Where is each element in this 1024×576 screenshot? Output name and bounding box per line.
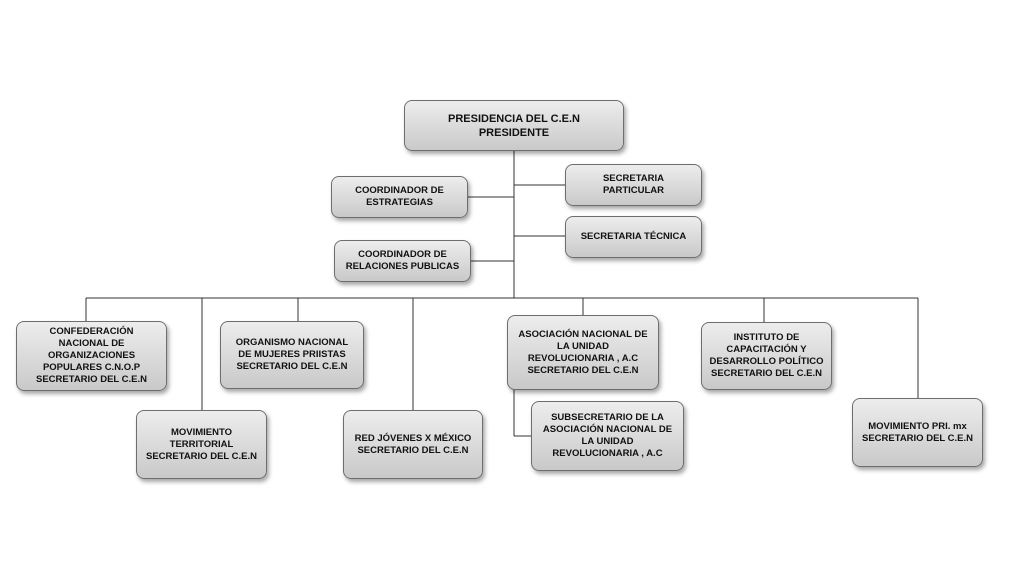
presidencia-label: PRESIDENCIA DEL C.E.N PRESIDENTE	[447, 112, 581, 139]
secretaria-particular-node: SECRETARIA PARTICULAR	[565, 164, 702, 206]
coordinador-estrategias-node: COORDINADOR DE ESTRATEGIAS	[331, 176, 468, 218]
instituto-label: INSTITUTO DE CAPACITACIÓN Y DESARROLLO P…	[709, 332, 824, 379]
coordinador-relaciones-node: COORDINADOR DE RELACIONES PUBLICAS	[334, 240, 471, 282]
jovenes-label: RED JÓVENES X MÉXICO SECRETARIO DEL C.E.…	[354, 432, 472, 456]
territorial-node: MOVIMIENTO TERRITORIAL SECRETARIO DEL C.…	[136, 410, 267, 479]
coordinador-relaciones-label: COORDINADOR DE RELACIONES PUBLICAS	[345, 249, 460, 272]
movimiento-pri-label: MOVIMIENTO PRI. mx SECRETARIO DEL C.E.N	[861, 420, 974, 444]
presidencia-node: PRESIDENCIA DEL C.E.N PRESIDENTE	[404, 100, 624, 151]
secretaria-tecnica-label: SECRETARIA TÉCNICA	[580, 231, 687, 242]
cnop-label: CONFEDERACIÓN NACIONAL DE ORGANIZACIONES…	[35, 326, 148, 385]
asociacion-label: ASOCIACIÓN NACIONAL DE LA UNIDAD REVOLUC…	[518, 328, 648, 376]
secretaria-tecnica-node: SECRETARIA TÉCNICA	[565, 216, 702, 258]
instituto-node: INSTITUTO DE CAPACITACIÓN Y DESARROLLO P…	[701, 322, 832, 390]
asociacion-node: ASOCIACIÓN NACIONAL DE LA UNIDAD REVOLUC…	[507, 315, 659, 390]
jovenes-node: RED JÓVENES X MÉXICO SECRETARIO DEL C.E.…	[343, 410, 483, 479]
territorial-label: MOVIMIENTO TERRITORIAL SECRETARIO DEL C.…	[145, 426, 258, 462]
coordinador-estrategias-label: COORDINADOR DE ESTRATEGIAS	[355, 185, 444, 208]
subsecretario-label: SUBSECRETARIO DE LA ASOCIACIÓN NACIONAL …	[542, 412, 673, 459]
mujeres-node: ORGANISMO NACIONAL DE MUJERES PRIISTAS S…	[220, 321, 364, 389]
movimiento-pri-node: MOVIMIENTO PRI. mx SECRETARIO DEL C.E.N	[852, 398, 983, 467]
subsecretario-node: SUBSECRETARIO DE LA ASOCIACIÓN NACIONAL …	[531, 401, 684, 471]
cnop-node: CONFEDERACIÓN NACIONAL DE ORGANIZACIONES…	[16, 321, 167, 391]
secretaria-particular-label: SECRETARIA PARTICULAR	[602, 173, 665, 196]
mujeres-label: ORGANISMO NACIONAL DE MUJERES PRIISTAS S…	[235, 337, 349, 372]
